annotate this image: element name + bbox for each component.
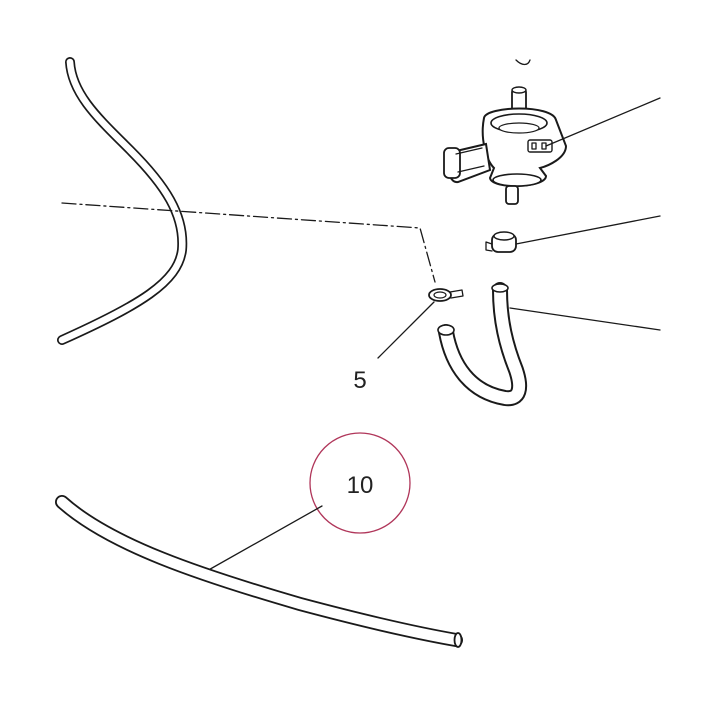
routing-dash-dot-line: [61, 202, 436, 283]
leader-line-valve: [545, 97, 661, 147]
hose-clamp-part-5: [428, 288, 464, 302]
left-hose-upper: [57, 57, 188, 345]
bent-hose: [437, 282, 528, 407]
callout-part-5: 5: [353, 367, 366, 394]
small-clamp: [485, 231, 517, 253]
leader-line-hose: [509, 307, 661, 331]
purge-valve-assembly: [443, 59, 568, 205]
callout-highlight-circle: [309, 432, 411, 534]
leader-line-part-5: [377, 301, 435, 359]
long-hose-part-10: [55, 495, 463, 648]
leader-line-clamp: [515, 215, 661, 245]
leader-line-part-10: [204, 505, 323, 573]
callout-part-10: 10: [347, 472, 374, 499]
